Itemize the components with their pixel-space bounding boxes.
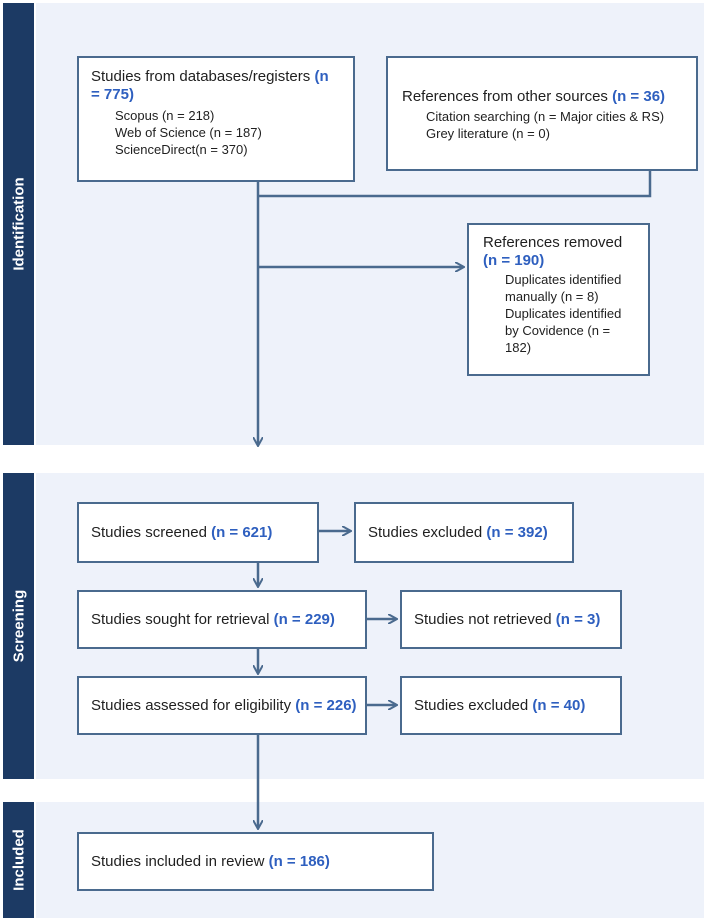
screened-excluded-box: Studies excluded (n = 392) bbox=[354, 502, 574, 563]
removed-item: Duplicates identified by Covidence (n = … bbox=[505, 306, 622, 355]
removed-label: References removed bbox=[483, 234, 623, 251]
eligibility-label: Studies assessed for eligibility bbox=[91, 696, 292, 714]
screened-excluded-count: (n = 392) bbox=[486, 523, 548, 541]
identification-sidebar: Identification bbox=[3, 3, 34, 445]
removed-count: (n = 190) bbox=[483, 252, 545, 269]
databases-item: Scopus (n = 218) bbox=[115, 108, 215, 123]
other-sources-item: Citation searching (n = Major cities & R… bbox=[426, 109, 665, 124]
eligibility-excluded-label: Studies excluded bbox=[414, 696, 529, 714]
other-sources-count: (n = 36) bbox=[612, 88, 666, 105]
included-label-text: Studies included in review bbox=[91, 852, 265, 870]
included-count: (n = 186) bbox=[268, 852, 330, 870]
removed-box: References removed (n = 190) Duplicates … bbox=[467, 223, 650, 376]
databases-count: (n = 775) bbox=[91, 68, 329, 103]
eligibility-count: (n = 226) bbox=[295, 696, 357, 714]
removed-item: Duplicates identified manually (n = 8) bbox=[505, 272, 622, 304]
screening-sidebar: Screening bbox=[3, 473, 34, 779]
eligibility-excluded-box: Studies excluded (n = 40) bbox=[400, 676, 622, 735]
screened-excluded-label: Studies excluded bbox=[368, 523, 483, 541]
other-sources-label: References from other sources bbox=[402, 88, 613, 105]
databases-label: Studies from databases/registers bbox=[91, 68, 315, 85]
retrieval-label: Studies sought for retrieval bbox=[91, 610, 270, 628]
other-sources-connector bbox=[258, 170, 652, 198]
databases-box: Studies from databases/registers (n = 77… bbox=[77, 56, 355, 182]
other-sources-box: References from other sources (n = 36) C… bbox=[386, 56, 698, 171]
included-sidebar: Included bbox=[3, 802, 34, 918]
eligibility-box: Studies assessed for eligibility (n = 22… bbox=[77, 676, 367, 735]
retrieval-count: (n = 229) bbox=[273, 610, 335, 628]
screened-count: (n = 621) bbox=[211, 523, 273, 541]
included-box: Studies included in review (n = 186) bbox=[77, 832, 434, 891]
eligibility-excluded-count: (n = 40) bbox=[532, 696, 586, 714]
not-retrieved-count: (n = 3) bbox=[555, 610, 601, 628]
screened-label: Studies screened bbox=[91, 523, 207, 541]
other-sources-item: Grey literature (n = 0) bbox=[426, 126, 550, 141]
not-retrieved-label: Studies not retrieved bbox=[414, 610, 552, 628]
screened-box: Studies screened (n = 621) bbox=[77, 502, 319, 563]
databases-item: Web of Science (n = 187) bbox=[115, 125, 262, 140]
retrieval-box: Studies sought for retrieval (n = 229) bbox=[77, 590, 367, 649]
databases-item: ScienceDirect(n = 370) bbox=[115, 142, 248, 157]
not-retrieved-box: Studies not retrieved (n = 3) bbox=[400, 590, 622, 649]
